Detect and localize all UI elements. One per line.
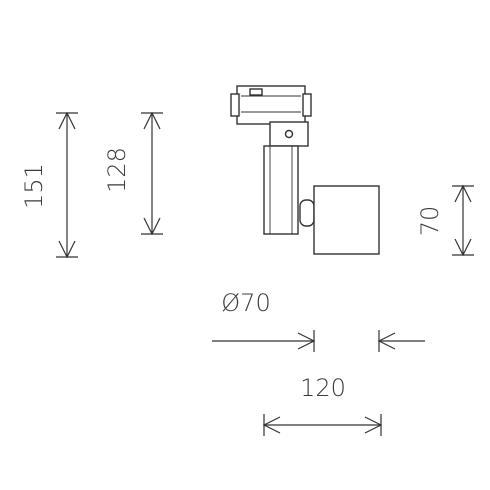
bracket — [269, 121, 309, 147]
dimension-body-height: 128 — [103, 111, 163, 236]
dimension-total-height: 151 — [20, 111, 78, 259]
track-spotlight — [230, 85, 380, 255]
dimension-total-length: 120 — [262, 374, 383, 436]
dimension-label-diameter-70: Ø70 — [221, 289, 270, 317]
dimension-head-height: 70 — [416, 184, 474, 257]
dimension-label-120: 120 — [300, 374, 346, 402]
track-adapter — [230, 85, 312, 125]
dimension-label-151: 151 — [20, 163, 48, 209]
dimension-label-128: 128 — [103, 147, 131, 193]
lamp-head — [313, 185, 380, 255]
dimension-head-diameter: Ø70 — [212, 289, 425, 352]
dimension-label-70: 70 — [416, 206, 444, 237]
pivot-knob — [299, 199, 315, 227]
driver-body — [263, 145, 299, 235]
